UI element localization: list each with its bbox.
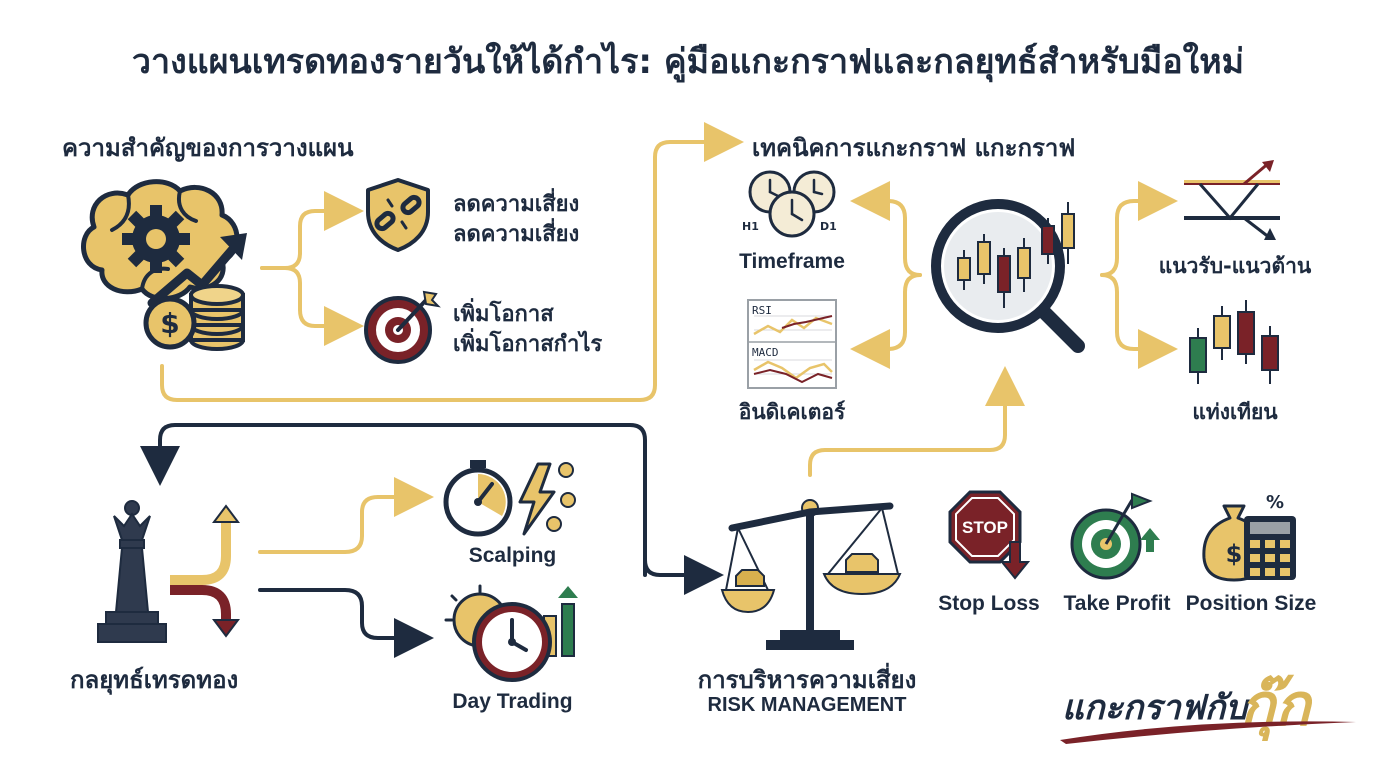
stop-loss-label: Stop Loss	[938, 592, 1040, 615]
magnifier-candles-icon	[931, 199, 1085, 353]
chess-queen-arrows-icon	[97, 500, 240, 643]
position-size-label: Position Size	[1185, 592, 1317, 615]
clock-sun-chart-icon	[444, 584, 578, 682]
candlesticks-icon	[1189, 300, 1279, 384]
timeframe-clocks-icon: H1 D1	[742, 170, 837, 238]
opportunity-label-2: เพิ่มโอกาสกำไร	[453, 332, 603, 357]
support-resistance-icon	[1184, 160, 1280, 240]
svg-text:%: %	[1266, 492, 1284, 513]
macd-label: MACD	[752, 346, 779, 359]
tf-h1-label: H1	[742, 220, 759, 233]
risk-reduction-label-2: ลดความเสี่ยง	[453, 222, 580, 247]
day-trading-label: Day Trading	[452, 690, 573, 713]
svg-text:$: $	[160, 307, 179, 340]
money-bag-calculator-icon: $ %	[1202, 492, 1296, 582]
stopwatch-lightning-icon	[443, 460, 576, 537]
planning-heading: ความสำคัญของการวางแผน	[62, 134, 354, 162]
risk-management-heading-th: การบริหารความเสี่ยง	[697, 666, 917, 694]
svg-text:$: $	[1226, 540, 1243, 568]
brand-accent: กุ๊ก	[1240, 671, 1311, 739]
shield-broken-chain-icon	[366, 178, 430, 252]
chart-reading-heading: เทคนิคการแกะกราฟ แกะกราฟ	[752, 134, 1076, 162]
page-title: วางแผนเทรดทองรายวันให้ได้กำไร: คู่มือแกะ…	[131, 42, 1245, 82]
indicators-label: อินดิเคเตอร์	[738, 400, 846, 424]
take-profit-label: Take Profit	[1063, 592, 1171, 615]
candlesticks-label: แท่งเทียน	[1192, 400, 1278, 424]
brand-swoosh	[1060, 721, 1356, 744]
tf-d1-label: D1	[820, 220, 837, 233]
risk-management-heading-en: RISK MANAGEMENT	[707, 694, 907, 716]
timeframe-label: Timeframe	[739, 250, 845, 273]
take-profit-target-icon	[1070, 492, 1160, 580]
risk-reduction-label-1: ลดความเสี่ยง	[453, 192, 580, 217]
rsi-label: RSI	[752, 304, 772, 317]
brain-gear-coins-icon: $	[81, 179, 247, 351]
stop-sign-text: STOP	[962, 518, 1008, 537]
scalping-label: Scalping	[468, 544, 557, 567]
brand-logo: แกะกราฟกับ กุ๊ก	[1058, 660, 1358, 750]
target-arrow-icon	[364, 290, 441, 364]
opportunity-label-1: เพิ่มโอกาส	[453, 302, 554, 327]
support-resistance-label: แนวรับ-แนวต้าน	[1158, 254, 1312, 278]
strategy-heading: กลยุทธ์เทรดทอง	[70, 666, 239, 694]
indicators-chart-icon: RSI MACD	[747, 299, 837, 389]
stop-sign-icon: STOP	[948, 490, 1031, 580]
balance-scale-icon	[720, 499, 902, 650]
brand-text: แกะกราฟกับ	[1062, 688, 1247, 728]
